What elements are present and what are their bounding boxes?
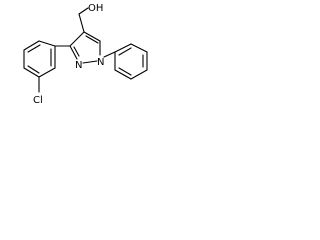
chemical-structure-diagram: OH N N Cl (23, 3, 148, 106)
bond-ch2-oh (78, 7, 89, 15)
phenyl-bond-1 (114, 43, 132, 53)
bond-c4-c5-inner (85, 35, 99, 44)
bond-n1-n2 (82, 60, 98, 64)
aryl-inner-1 (27, 44, 41, 53)
bond-n2-c3-inner (73, 46, 80, 57)
hydroxymethyl-group (78, 7, 89, 33)
bond-n1-phenyl (103, 51, 116, 58)
pyrazole-ring (69, 31, 101, 64)
phenyl-inner-3 (118, 67, 132, 76)
aryl-bond-2 (23, 40, 40, 51)
n2-label: N (75, 60, 82, 71)
phenyl-bond-2 (130, 43, 148, 53)
aryl-bond-5 (38, 67, 56, 78)
phenyl-bond-5 (114, 69, 132, 80)
bond-c4-c5 (83, 31, 101, 42)
aryl-bond-4 (23, 67, 40, 78)
aryl-bond-1 (38, 40, 56, 47)
hydroxyl-label: OH (88, 3, 103, 14)
phenyl-inner-1 (118, 47, 132, 56)
chlorophenyl-ring (23, 40, 71, 93)
bond-c4-ch2 (78, 13, 85, 33)
aryl-inner-2 (27, 65, 40, 74)
bond-n2-c3 (69, 45, 78, 60)
phenyl-ring (103, 43, 148, 80)
n1-label: N (97, 57, 104, 68)
chlorine-label: Cl (33, 95, 43, 106)
bond-c3-c4 (69, 31, 85, 47)
phenyl-bond-4 (130, 69, 148, 80)
